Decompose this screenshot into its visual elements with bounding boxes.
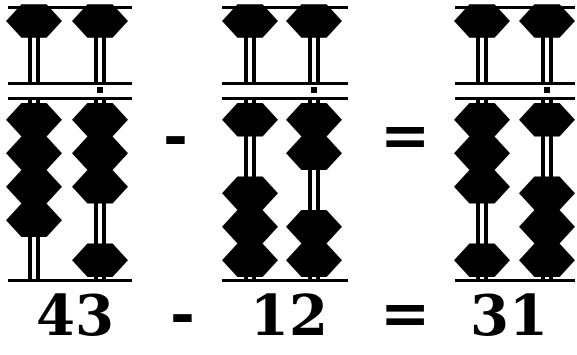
abacus-43-rod-tens-heaven-bead bbox=[6, 4, 62, 38]
operand-a-number: 43 bbox=[36, 283, 114, 349]
minus-sign: - bbox=[163, 101, 188, 171]
abacus-43-rod-units-unit-dot bbox=[97, 87, 103, 93]
abacus-43-rod-tens-earth-bead-active bbox=[6, 103, 62, 137]
abacus-12-beam-lower bbox=[222, 97, 348, 100]
abacus-43-rod-units-earth-bead-active bbox=[72, 136, 128, 170]
abacus-43-beam-lower bbox=[8, 97, 132, 100]
equals-sign: = bbox=[380, 101, 431, 171]
abacus-31-rod-tens-earth-bead-active bbox=[454, 136, 510, 170]
result-number: 31 bbox=[470, 283, 548, 349]
abacus-31-rod-units-unit-dot bbox=[544, 87, 550, 93]
abacus-31-rod-units-earth-bead-inactive bbox=[519, 176, 575, 210]
operand-b-number: 12 bbox=[250, 283, 328, 349]
abacus-12-top-bar bbox=[222, 6, 348, 9]
abacus-12-rod-tens-earth-bead-inactive bbox=[222, 176, 278, 210]
abacus-31-rod-units-earth-bead-inactive bbox=[519, 210, 575, 244]
abacus-43-rod-units-heaven-bead bbox=[72, 4, 128, 38]
abacus-12-rod-units-unit-dot bbox=[311, 87, 317, 93]
abacus-43-bottom-bar bbox=[8, 279, 132, 282]
abacus-43-beam-upper bbox=[8, 82, 132, 85]
abacus-31-rod-units-heaven-gap bbox=[545, 8, 549, 82]
abacus-31-bottom-bar bbox=[455, 279, 575, 282]
abacus-12-beam-upper bbox=[222, 82, 348, 85]
abacus-12-rod-tens-earth-bead-active bbox=[222, 103, 278, 137]
abacus-43-rod-tens-earth-bead-active bbox=[6, 136, 62, 170]
minus-sign-bottom: - bbox=[170, 279, 195, 349]
abacus-43-rod-tens-earth-bead-active bbox=[6, 203, 62, 237]
abacus-43-rod-units-heaven-gap bbox=[98, 8, 102, 82]
abacus-31-rod-units-earth-bead-active bbox=[519, 103, 575, 137]
abacus-12-rod-units-earth-bead-active bbox=[286, 136, 342, 170]
abacus-12-rod-units-earth-bead-active bbox=[286, 103, 342, 137]
abacus-12-rod-units-earth-bead-inactive bbox=[286, 210, 342, 244]
abacus-12-rod-tens-earth-bead-inactive bbox=[222, 210, 278, 244]
abacus-31-rod-units-earth-bead-inactive bbox=[519, 243, 575, 277]
abacus-31-rod-tens-heaven-gap bbox=[480, 8, 484, 82]
abacus-12-rod-tens-heaven-bead bbox=[222, 4, 278, 38]
abacus-43-rod-tens-heaven-gap bbox=[32, 8, 36, 82]
abacus-12-rod-units-earth-bead-inactive bbox=[286, 243, 342, 277]
abacus-12-rod-units-heaven-gap bbox=[312, 8, 316, 82]
abacus-12-rod-units-heaven-bead bbox=[286, 4, 342, 38]
abacus-31-rod-tens-earth-bead-active bbox=[454, 103, 510, 137]
abacus-31-rod-tens-earth-bead-active bbox=[454, 170, 510, 204]
abacus-31-beam-lower bbox=[455, 97, 575, 100]
abacus-43-top-bar bbox=[8, 6, 132, 9]
abacus-31-beam-upper bbox=[455, 82, 575, 85]
abacus-31-rod-tens-heaven-bead bbox=[454, 4, 510, 38]
abacus-12-bottom-bar bbox=[222, 279, 348, 282]
abacus-12-rod-units-earth-gap bbox=[312, 100, 316, 279]
abacus-31-rod-tens-earth-bead-inactive bbox=[454, 243, 510, 277]
abacus-12-rod-tens-heaven-gap bbox=[248, 8, 252, 82]
abacus-31-rod-units-heaven-bead bbox=[519, 4, 575, 38]
abacus-43-rod-units-earth-bead-active bbox=[72, 103, 128, 137]
abacus-12-rod-tens-earth-bead-inactive bbox=[222, 243, 278, 277]
abacus-43-rod-units-earth-bead-inactive bbox=[72, 243, 128, 277]
abacus-43-rod-tens-earth-bead-active bbox=[6, 170, 62, 204]
abacus-43-rod-units-earth-bead-active bbox=[72, 170, 128, 204]
equals-sign-bottom: = bbox=[380, 279, 431, 349]
abacus-31-top-bar bbox=[455, 6, 575, 9]
